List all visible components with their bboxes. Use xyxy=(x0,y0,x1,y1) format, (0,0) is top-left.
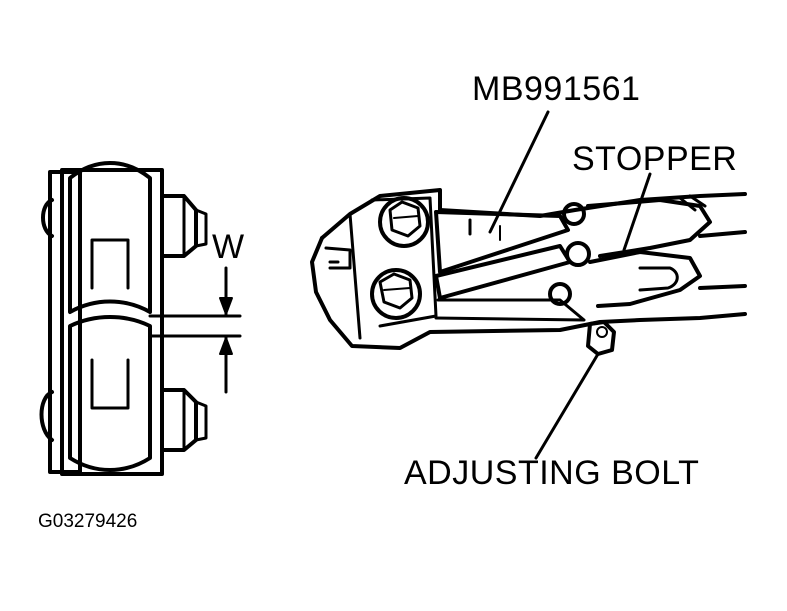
upper-jaw-groove xyxy=(90,238,130,290)
lower-nut xyxy=(160,388,208,452)
upper-jaw xyxy=(68,161,152,314)
stopper-pin xyxy=(565,241,591,267)
jaw-frame xyxy=(60,168,164,476)
lower-jaw xyxy=(68,315,152,472)
w-dimension-arrows xyxy=(219,266,233,394)
leader-tool xyxy=(488,110,550,234)
lower-jaw-groove xyxy=(90,358,130,410)
lower-bolt-back xyxy=(39,390,54,442)
adjusting-bolt xyxy=(586,320,616,356)
adjusting-bolt-label: ADJUSTING BOLT xyxy=(404,454,700,492)
upper-pin xyxy=(562,202,586,226)
upper-nut xyxy=(160,194,208,258)
jaw-detail xyxy=(39,161,242,476)
handle-slot xyxy=(638,266,679,292)
dimension-w-label: W xyxy=(212,228,245,266)
upper-grip xyxy=(698,230,747,238)
lower-pin xyxy=(548,282,572,306)
special-tool-body xyxy=(434,210,570,274)
bolt-cutter xyxy=(310,110,747,460)
lower-handle xyxy=(588,250,702,308)
lower-pivot-bolt xyxy=(370,268,422,320)
jaw-tip xyxy=(324,246,352,270)
upper-pivot-bolt xyxy=(378,196,430,248)
lower-grip xyxy=(698,284,747,290)
cutter-lower-edge xyxy=(310,236,747,350)
leader-adjusting-bolt xyxy=(534,352,600,460)
tool-label: MB991561 xyxy=(472,70,641,108)
upper-bolt-back xyxy=(41,198,54,238)
lower-link xyxy=(434,298,586,322)
upper-handle xyxy=(586,198,712,258)
jaw-plate-edge xyxy=(348,212,362,340)
leader-stopper xyxy=(622,172,652,252)
stopper-label: STOPPER xyxy=(572,140,738,178)
figure-id: G03279426 xyxy=(38,511,138,532)
